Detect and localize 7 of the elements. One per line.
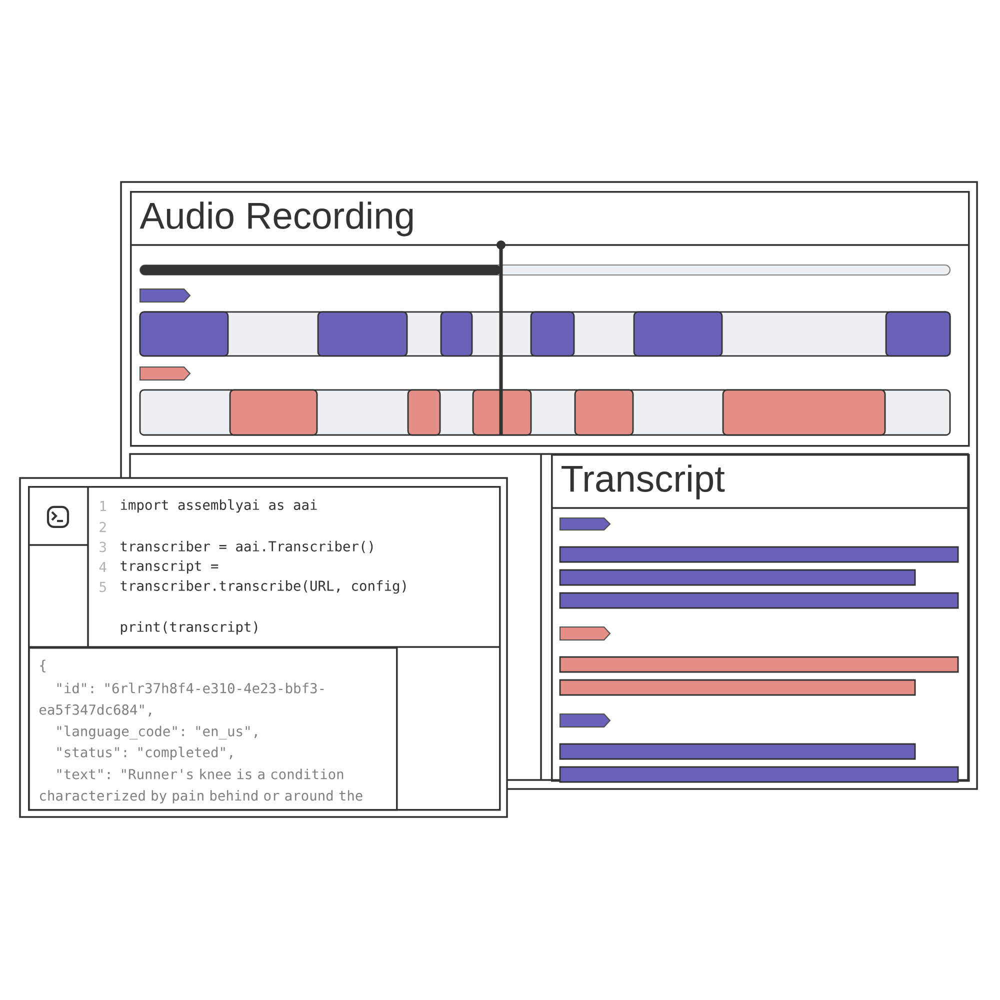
line-number: 5 xyxy=(100,582,106,592)
line-number: 2 xyxy=(100,522,106,532)
audio-panel: Audio Recording xyxy=(130,190,970,447)
line-number: 4 xyxy=(99,562,106,572)
line-number: 3 xyxy=(100,542,106,552)
output-panel: { "id": "6rlr37h8f4-e310-4e23-bbf3-ea5f347dc684", "language_code": "en_us", "status": "completed", "text": "Runner's knee is a condition characterized by pain behind or around the xyxy=(28,647,398,811)
line-number: 1 xyxy=(100,500,106,511)
